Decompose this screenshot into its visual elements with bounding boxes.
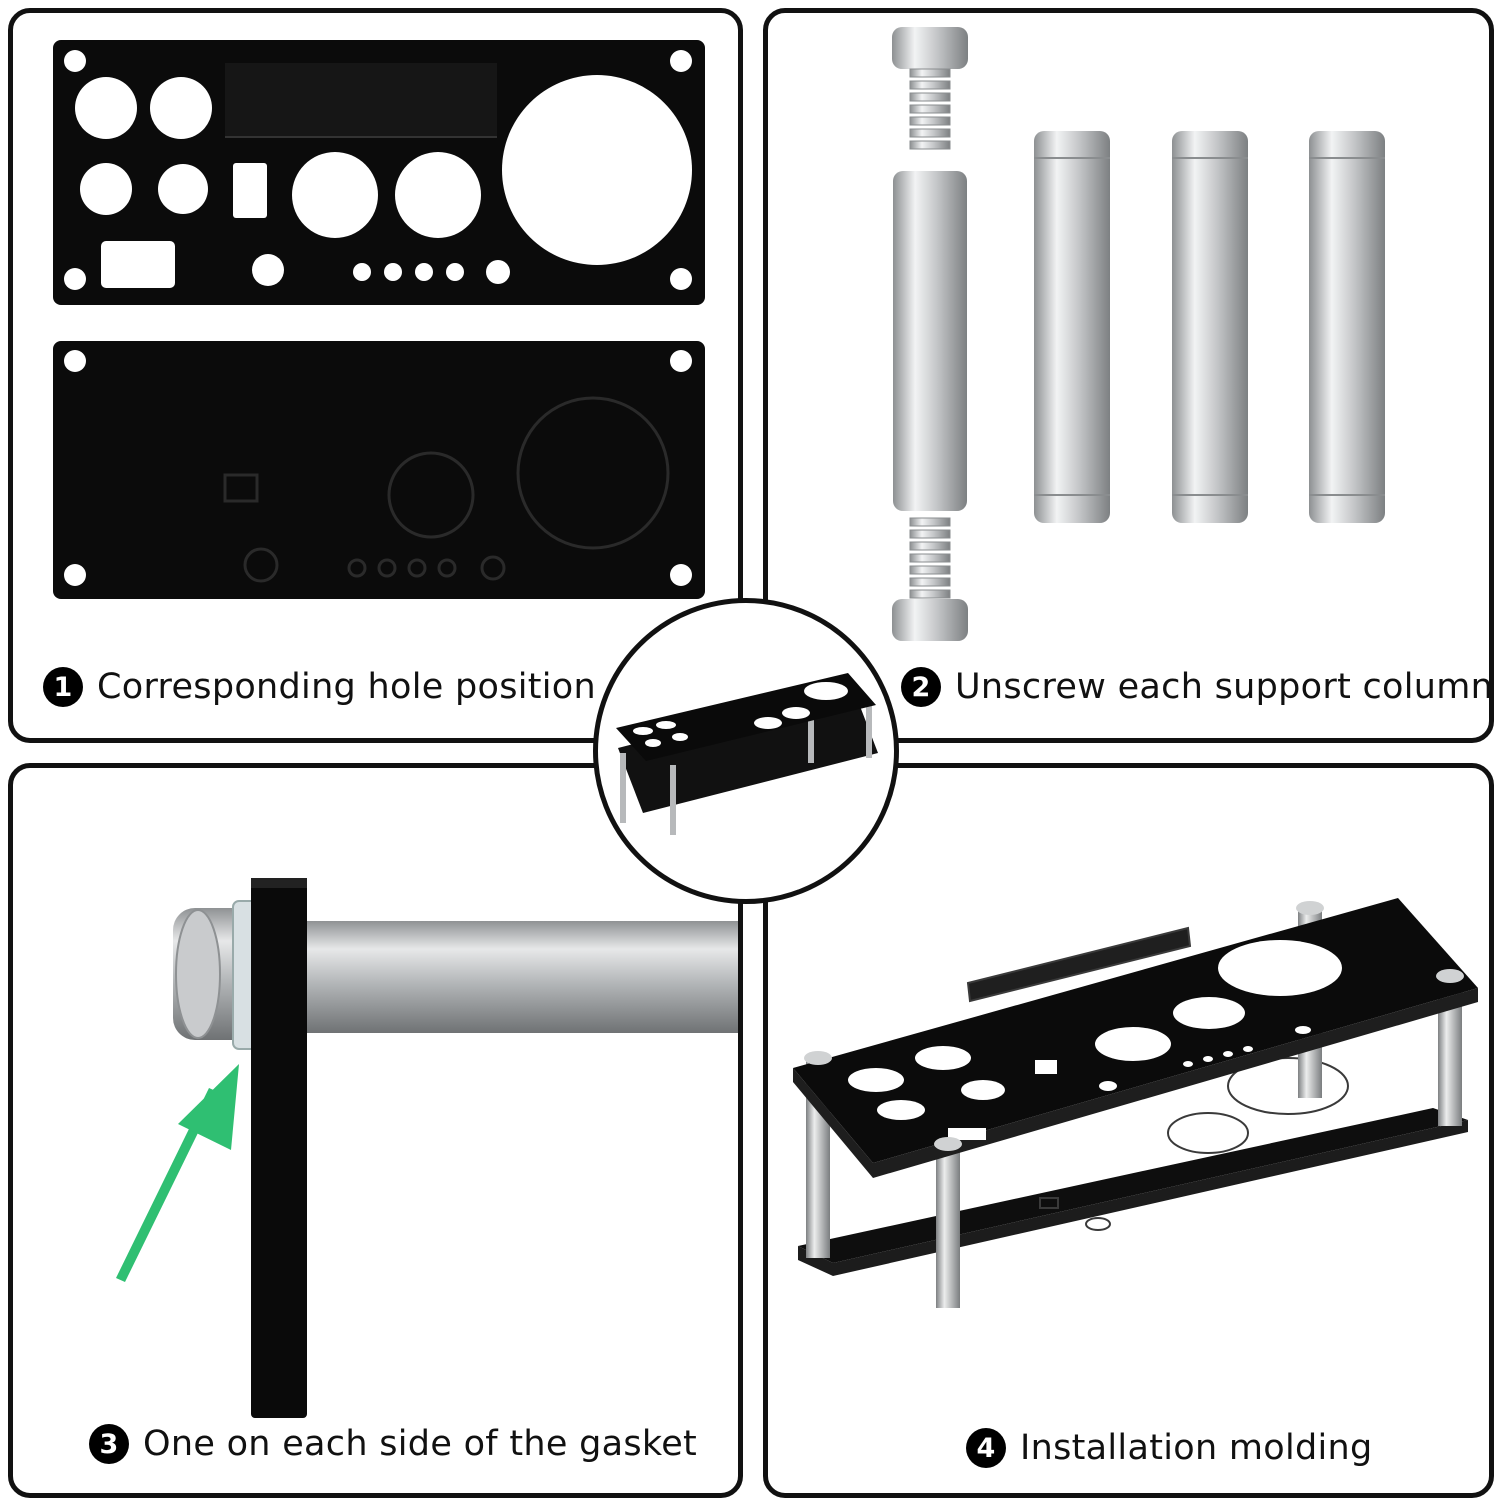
step-number-badge: 4 xyxy=(966,1428,1006,1468)
step-label: One on each side of the gasket xyxy=(143,1424,698,1464)
step-number-badge: 3 xyxy=(89,1424,129,1464)
assembled-stand-illustration xyxy=(793,898,1478,1308)
step-2-caption: 2 Unscrew each support column xyxy=(901,667,1494,707)
acrylic-plates-illustration xyxy=(53,40,705,599)
step-4-panel: 4 Installation molding xyxy=(763,763,1494,1498)
step-4-caption: 4 Installation molding xyxy=(966,1428,1373,1468)
step-1-panel: 1 Corresponding hole position xyxy=(8,8,743,743)
step-1-caption: 1 Corresponding hole position xyxy=(43,667,596,707)
step-label: Installation molding xyxy=(1020,1428,1373,1468)
arrow-icon xyxy=(116,1064,239,1282)
step-number-badge: 2 xyxy=(901,667,941,707)
stand-thumbnail xyxy=(616,673,878,835)
step-label: Unscrew each support column xyxy=(955,667,1494,707)
support-columns-illustration xyxy=(892,27,1385,641)
step-number-badge: 1 xyxy=(43,667,83,707)
gasket-closeup-illustration xyxy=(116,878,738,1418)
step-3-panel: 3 One on each side of the gasket xyxy=(8,763,743,1498)
product-preview-circle xyxy=(593,598,899,904)
step-3-caption: 3 One on each side of the gasket xyxy=(89,1424,697,1464)
step-label: Corresponding hole position xyxy=(97,667,597,707)
step-2-panel: 2 Unscrew each support column xyxy=(763,8,1494,743)
